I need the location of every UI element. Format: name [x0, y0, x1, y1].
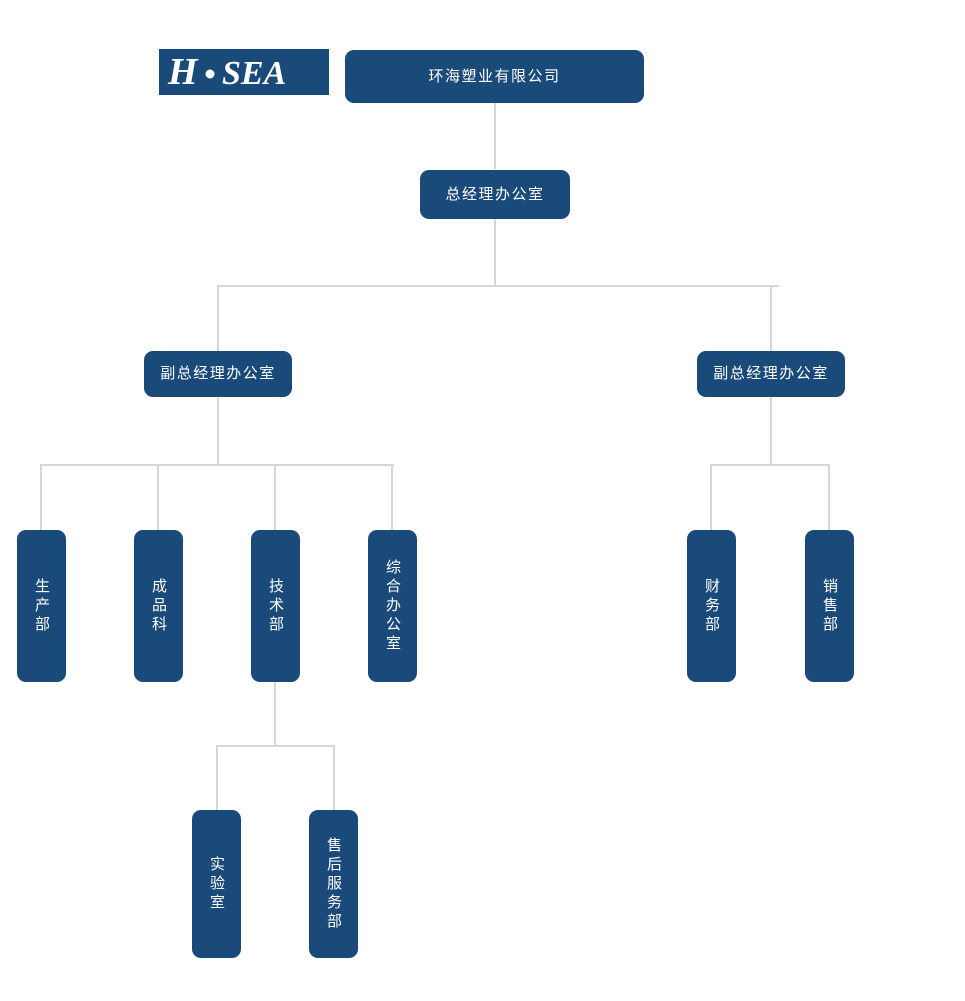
connector-to-deputy-left	[217, 285, 219, 351]
connector-to-production	[40, 464, 42, 531]
node-technical[interactable]: 技术部	[251, 530, 300, 682]
node-after-sales[interactable]: 售后服务部	[309, 810, 358, 958]
node-laboratory[interactable]: 实验室	[192, 810, 241, 958]
svg-text:SEA: SEA	[222, 55, 286, 92]
connector-gm-down	[494, 219, 496, 286]
connector-to-sales	[828, 464, 830, 531]
node-finished-goods[interactable]: 成品科	[134, 530, 183, 682]
connector-to-finance	[710, 464, 712, 531]
connector-deputy-right-down	[770, 397, 772, 465]
connector-to-deputy-right	[770, 285, 772, 351]
connector-company-to-gm	[494, 103, 496, 169]
node-gm-office[interactable]: 总经理办公室	[420, 170, 570, 219]
hsea-logo: H SEA	[157, 47, 331, 97]
node-finance[interactable]: 财务部	[687, 530, 736, 682]
connector-deputy-left-down	[217, 397, 219, 465]
connector-deputy-left-span	[41, 464, 394, 466]
connector-to-after-sales	[333, 745, 335, 811]
connector-gm-span	[218, 285, 779, 287]
node-deputy-gm-right[interactable]: 副总经理办公室	[697, 351, 845, 397]
connector-to-general-office	[391, 464, 393, 531]
node-deputy-gm-left[interactable]: 副总经理办公室	[144, 351, 292, 397]
connector-to-laboratory	[216, 745, 218, 811]
connector-to-technical	[274, 464, 276, 531]
hsea-logo-wordmark: H SEA	[167, 52, 286, 92]
node-sales[interactable]: 销售部	[805, 530, 854, 682]
connector-technical-span	[217, 745, 335, 747]
svg-text:H: H	[167, 52, 199, 92]
connector-technical-down	[274, 681, 276, 746]
connector-deputy-right-span	[711, 464, 830, 466]
connector-to-finished-goods	[157, 464, 159, 531]
node-company[interactable]: 环海塑业有限公司	[345, 50, 644, 103]
node-general-office[interactable]: 综合办公室	[368, 530, 417, 682]
node-production[interactable]: 生产部	[17, 530, 66, 682]
